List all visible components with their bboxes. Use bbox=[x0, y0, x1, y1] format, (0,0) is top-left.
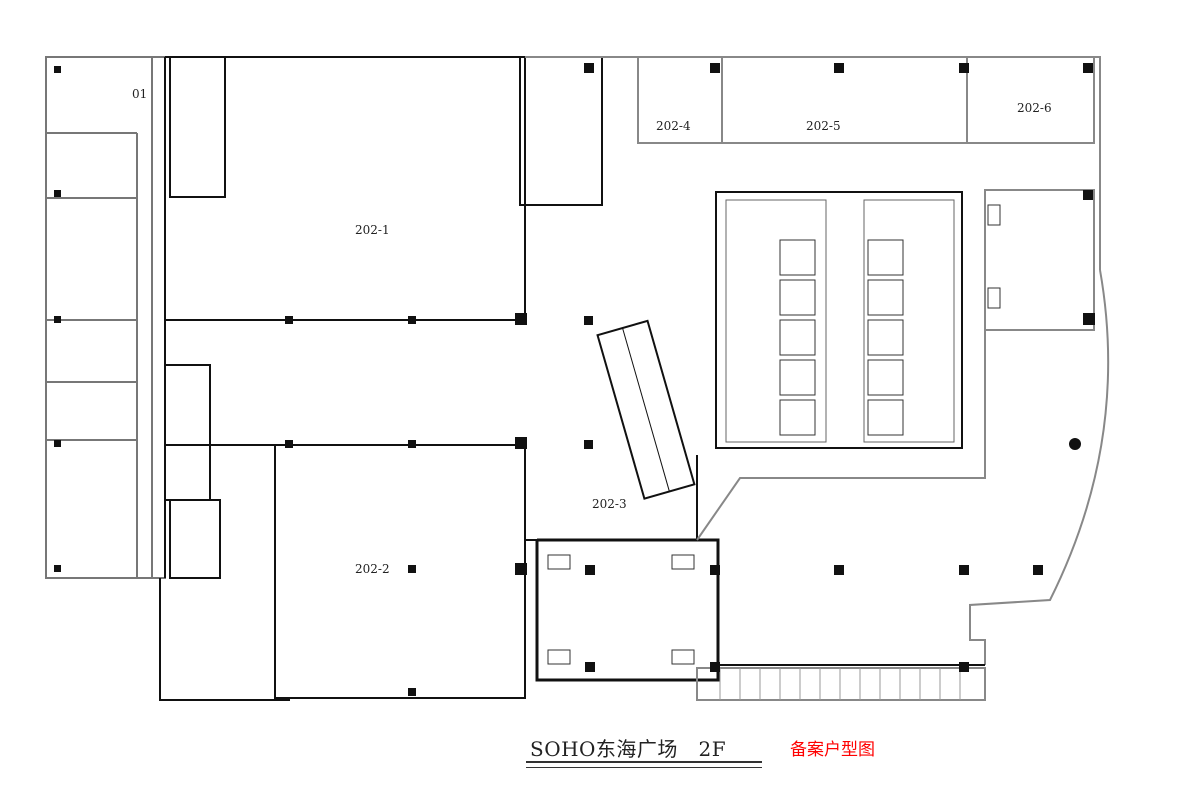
main-walls bbox=[159, 56, 963, 701]
unit-label-202-4: 202-4 bbox=[656, 119, 691, 133]
title-underline bbox=[526, 761, 762, 768]
unit-label-202-1: 202-1 bbox=[355, 223, 390, 237]
left-wing-walls bbox=[45, 56, 166, 579]
filing-note: 备案户型图 bbox=[790, 740, 875, 760]
unit-label-202-5: 202-5 bbox=[806, 119, 841, 133]
elevator-cars bbox=[547, 204, 1001, 665]
unit-label-202-3: 202-3 bbox=[592, 497, 627, 511]
unit-label-202-6: 202-6 bbox=[1017, 101, 1052, 115]
columns bbox=[54, 63, 1095, 696]
balcony-strips bbox=[719, 668, 961, 700]
unit-label-01: 01 bbox=[132, 87, 147, 101]
plan-title: SOHO东海广场 2F bbox=[530, 737, 727, 761]
unit-label-202-2: 202-2 bbox=[355, 562, 390, 576]
escalator bbox=[596, 319, 696, 500]
east-walls bbox=[525, 56, 1110, 701]
